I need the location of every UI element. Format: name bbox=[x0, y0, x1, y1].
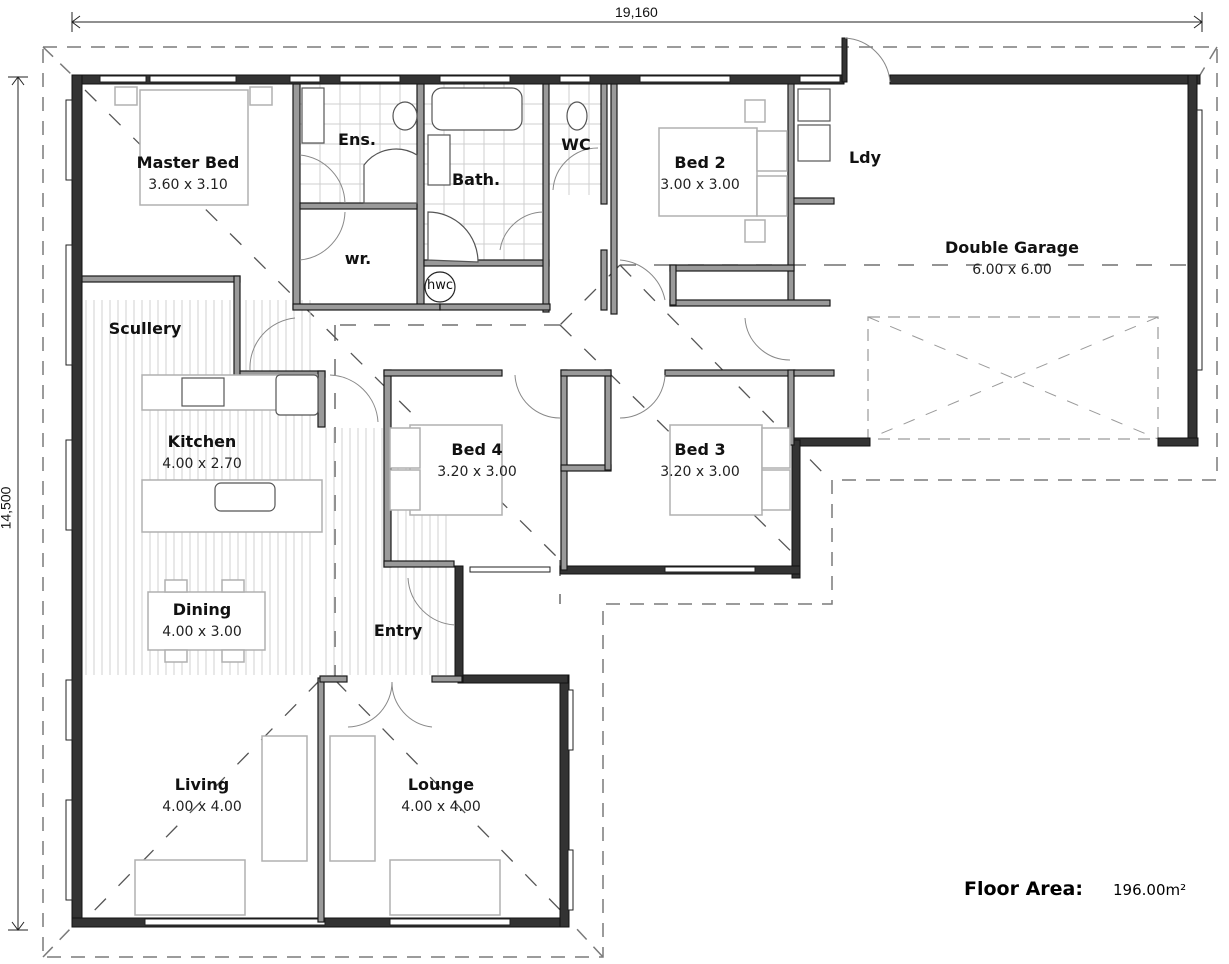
room-label-bed-4: Bed 4 bbox=[451, 440, 503, 459]
room-label-kitchen: Kitchen bbox=[167, 432, 237, 451]
garage-door-outline bbox=[867, 316, 1159, 440]
room-label-laundry: Ldy bbox=[848, 148, 882, 167]
room-label-lounge: Lounge bbox=[407, 775, 475, 794]
room-size-master-bed: 3.60 x 3.10 bbox=[148, 177, 228, 193]
hot-water-cylinder-label: hwc bbox=[426, 278, 454, 293]
interior-walls bbox=[81, 83, 835, 923]
room-label-bath: Bath. bbox=[451, 170, 501, 189]
room-label-wc: WC bbox=[561, 135, 591, 154]
width-dimension-label: 19,160 bbox=[615, 4, 658, 20]
floor-area-value: 196.00m² bbox=[1113, 881, 1187, 899]
room-label-bed-3: Bed 3 bbox=[674, 440, 726, 459]
room-label-wardrobe: wr. bbox=[344, 249, 372, 268]
room-label-dining: Dining bbox=[172, 600, 232, 619]
floor-area-label: Floor Area: bbox=[964, 878, 1083, 900]
width-dimension-line bbox=[71, 12, 1203, 32]
door-swings bbox=[249, 37, 891, 728]
room-label-bed-2: Bed 2 bbox=[674, 153, 726, 172]
room-label-double-garage: Double Garage bbox=[945, 238, 1079, 257]
hot-water-cylinder-icon bbox=[424, 271, 456, 303]
height-dimension-label: 14,500 bbox=[0, 486, 14, 530]
room-size-kitchen: 4.00 x 2.70 bbox=[162, 456, 242, 472]
room-size-bed-3: 3.20 x 3.00 bbox=[660, 464, 740, 480]
room-label-scullery: Scullery bbox=[108, 319, 182, 338]
room-label-ensuite: Ens. bbox=[338, 130, 376, 149]
room-label-entry: Entry bbox=[373, 621, 423, 640]
room-label-living: Living bbox=[174, 775, 230, 794]
furniture bbox=[114, 86, 831, 916]
room-size-bed-2: 3.00 x 3.00 bbox=[660, 177, 740, 193]
room-label-master-bed: Master Bed bbox=[136, 153, 240, 172]
room-size-dining: 4.00 x 3.00 bbox=[162, 624, 242, 640]
roof-outline bbox=[42, 46, 1218, 958]
room-size-lounge: 4.00 x 4.00 bbox=[401, 799, 481, 815]
windows bbox=[65, 75, 1203, 926]
room-size-living: 4.00 x 4.00 bbox=[162, 799, 242, 815]
room-size-double-garage: 6.00 x 6.00 bbox=[972, 262, 1052, 278]
height-dimension-line bbox=[8, 76, 28, 931]
room-size-bed-4: 3.20 x 3.00 bbox=[437, 464, 517, 480]
